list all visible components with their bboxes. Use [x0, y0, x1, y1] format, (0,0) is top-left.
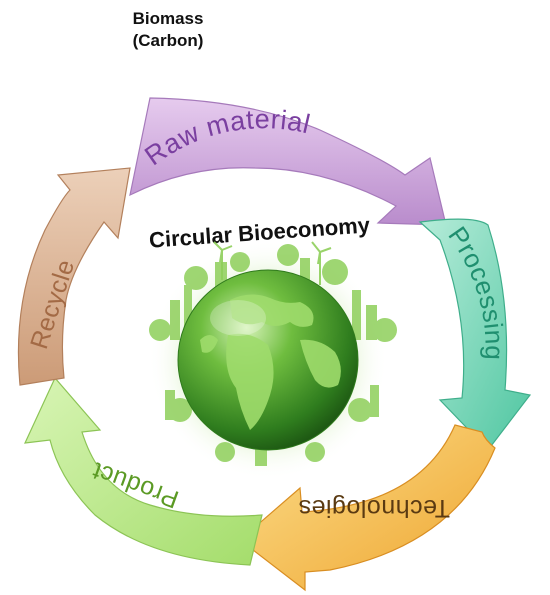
stage-label-technologies: Technologies — [298, 494, 450, 522]
green-earth-globe-icon — [148, 240, 397, 480]
biomass-label-line2: (Carbon) — [132, 31, 204, 50]
raw-material-arrow: Raw material — [129, 97, 447, 226]
technologies-arrow: Technologies — [239, 424, 496, 592]
biomass-carbon-label: Biomass (Carbon) — [98, 8, 238, 52]
recycle-arrow: Recycle — [17, 167, 131, 386]
biomass-label-line1: Biomass — [132, 9, 204, 28]
processing-arrow: Processing — [418, 218, 532, 451]
